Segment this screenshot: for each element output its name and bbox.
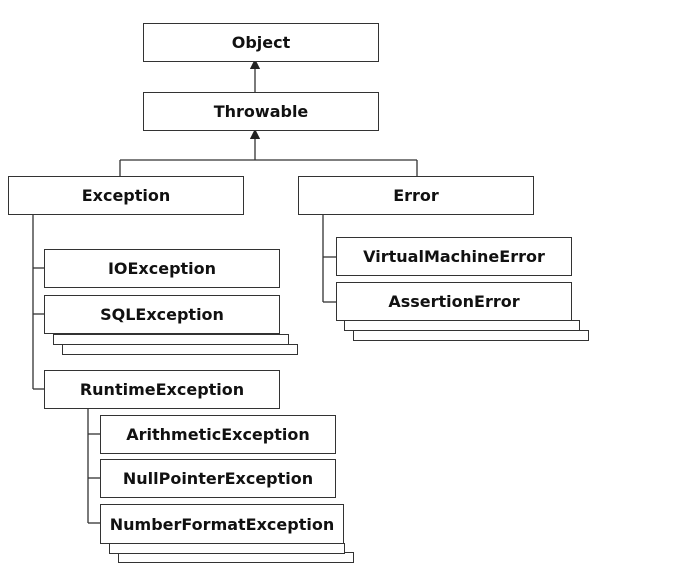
runtime-stack-mid [109, 543, 345, 554]
node-error: Error [298, 176, 534, 215]
node-object: Object [143, 23, 379, 62]
error-stack-back [353, 330, 589, 341]
node-runtime-exception: RuntimeException [44, 370, 280, 409]
node-number-format-exception: NumberFormatException [100, 504, 344, 544]
node-sql-exception: SQLException [44, 295, 280, 334]
node-virtual-machine-error: VirtualMachineError [336, 237, 572, 276]
node-throwable: Throwable [143, 92, 379, 131]
sql-stack-mid [53, 334, 289, 345]
sql-stack-back [62, 344, 298, 355]
node-assertion-error: AssertionError [336, 282, 572, 321]
node-io-exception: IOException [44, 249, 280, 288]
node-null-pointer-exception: NullPointerException [100, 459, 336, 498]
error-stack-mid [344, 320, 580, 331]
node-exception: Exception [8, 176, 244, 215]
node-arithmetic-exception: ArithmeticException [100, 415, 336, 454]
